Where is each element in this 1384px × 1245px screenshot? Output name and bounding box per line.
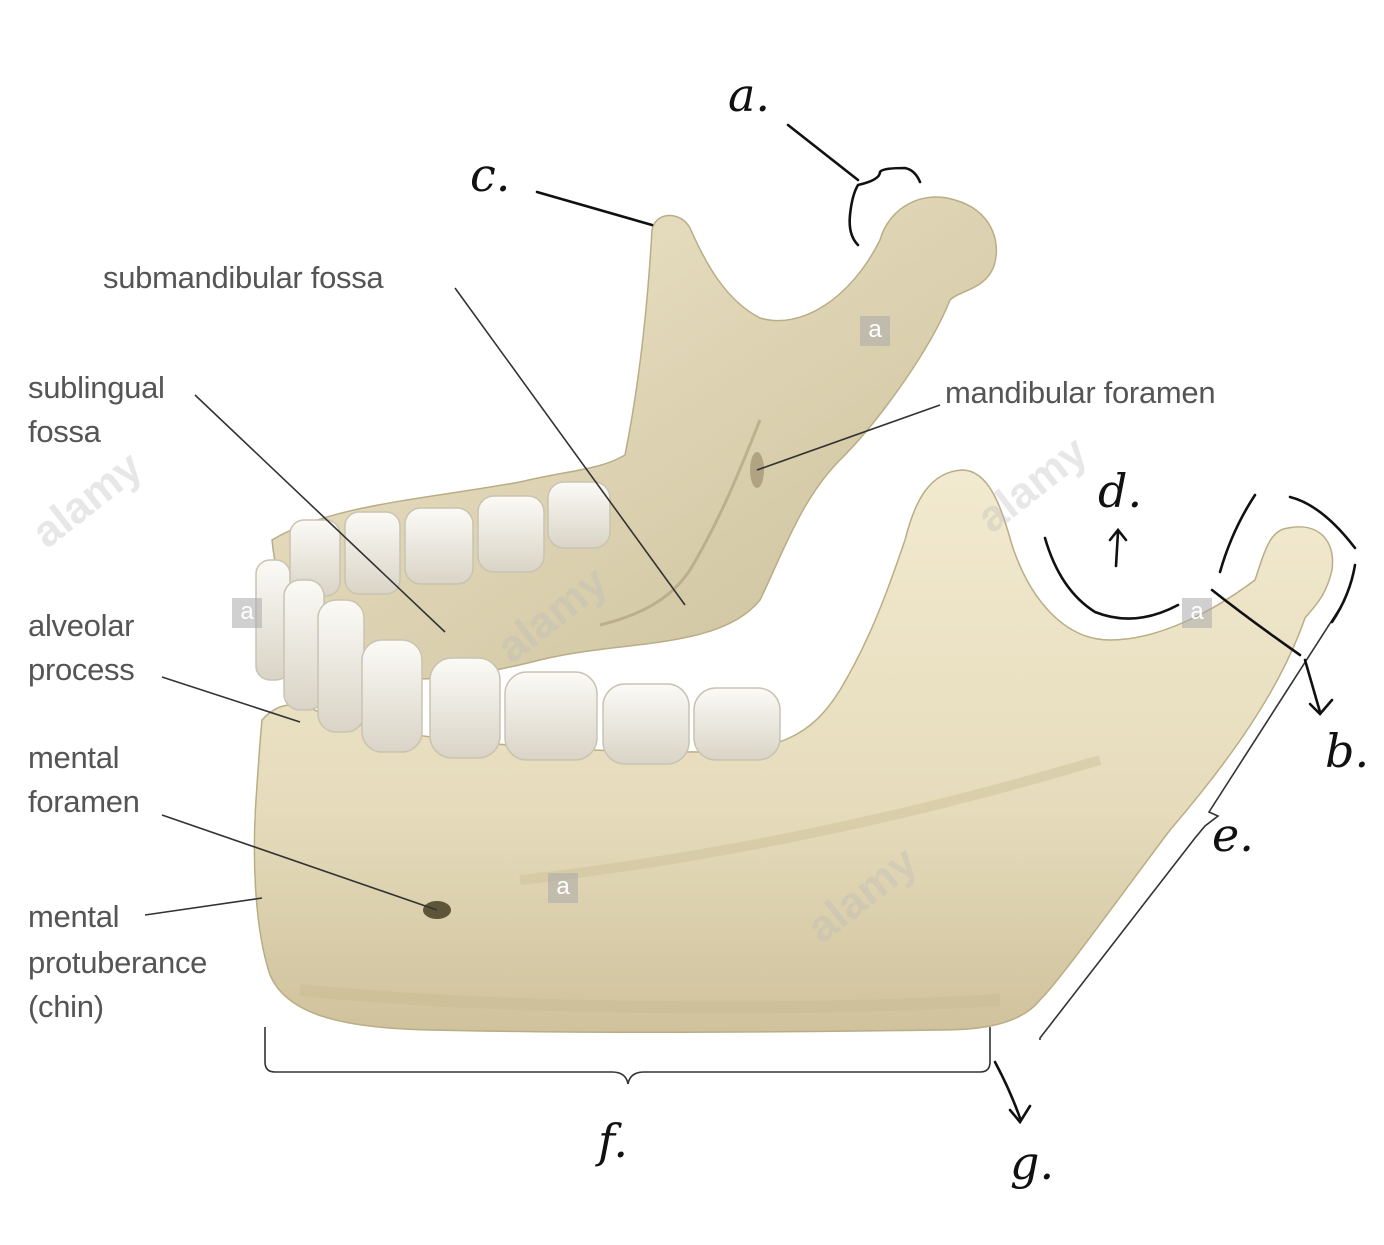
- far-teeth-row: [289, 481, 611, 597]
- handwritten-label-b: b.: [1325, 724, 1370, 778]
- far-tooth: [477, 495, 545, 573]
- leader-mental-foramen: [161, 814, 438, 911]
- leader-mandibular-foramen: [756, 404, 941, 471]
- label-alveolar-process-line2: process: [28, 652, 135, 687]
- handwritten-brace-b: [1210, 493, 1357, 657]
- label-mental-foramen-line1: mental: [28, 740, 120, 775]
- near-tooth: [504, 671, 598, 761]
- handwritten-brace-a: [848, 166, 922, 247]
- handwritten-arrow-b: [1303, 658, 1334, 716]
- handwritten-arc-d: [1043, 536, 1180, 620]
- label-alveolar-process-line1: alveolar: [28, 608, 135, 643]
- bracket-e: [1039, 599, 1346, 1040]
- printed-leader-lines: [144, 287, 1346, 1085]
- near-body-and-ramus: [253, 469, 1334, 1034]
- far-inner-groove: [599, 419, 762, 627]
- handwritten-marks: [535, 123, 1357, 1125]
- far-tooth: [547, 481, 611, 549]
- far-tooth: [404, 507, 474, 585]
- handwritten-arrow-d: [1108, 527, 1128, 568]
- watermark-badge: a: [860, 316, 890, 346]
- near-tooth: [429, 657, 501, 759]
- handwritten-label-d: d.: [1098, 464, 1143, 518]
- handwritten-leader-a: [786, 123, 860, 182]
- near-tooth: [317, 599, 365, 733]
- handwritten-leader-c: [535, 190, 654, 227]
- handwritten-label-e: e.: [1212, 808, 1254, 862]
- label-sublingual-fossa-line2: fossa: [28, 414, 101, 449]
- label-sublingual-fossa-line1: sublingual: [28, 370, 165, 405]
- lower-border-shading: [299, 984, 1001, 1014]
- label-mental-protuberance-line2: protuberance: [28, 945, 208, 980]
- near-mandible-half: [253, 469, 1334, 1034]
- near-tooth: [361, 639, 423, 753]
- leader-alveolar-process: [161, 676, 301, 723]
- handwritten-label-g: g.: [1010, 1136, 1055, 1190]
- label-mental-protuberance-line3: (chin): [28, 989, 104, 1024]
- oblique-line-shading: [519, 755, 1102, 885]
- near-teeth-row: [255, 559, 781, 765]
- near-tooth: [693, 687, 781, 761]
- watermark-badge: a: [232, 598, 262, 628]
- leader-mental-protuberance: [144, 897, 263, 916]
- near-tooth: [602, 683, 690, 765]
- watermark-badge: a: [1182, 598, 1212, 628]
- leader-sublingual-fossa: [194, 394, 446, 633]
- far-tooth: [344, 511, 401, 595]
- handwritten-arrow-g: [993, 1060, 1032, 1125]
- label-submandibular-fossa: submandibular fossa: [103, 260, 384, 295]
- leader-submandibular-fossa: [454, 287, 686, 606]
- bracket-f: [264, 1027, 991, 1085]
- label-mental-protuberance-line1: mental: [28, 899, 120, 934]
- handwritten-label-a: a.: [728, 68, 771, 122]
- handwritten-label-f: f.: [598, 1114, 629, 1168]
- handwritten-label-c: c.: [470, 148, 511, 202]
- label-mental-foramen-line2: foramen: [28, 784, 140, 819]
- watermark-badge: a: [548, 873, 578, 903]
- label-mandibular-foramen: mandibular foramen: [945, 375, 1216, 410]
